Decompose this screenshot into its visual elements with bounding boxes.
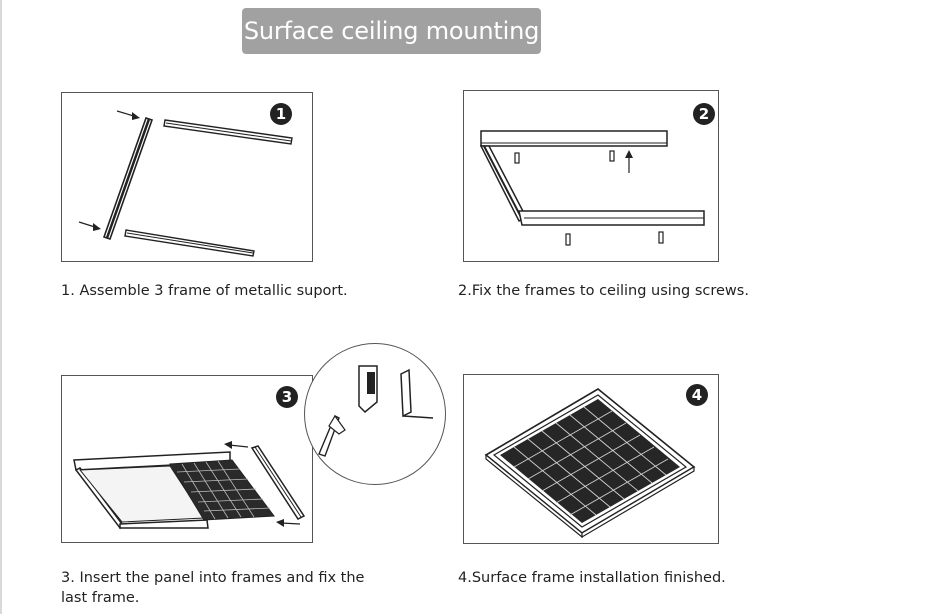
frame-screw-fixing-drawing [479, 130, 705, 246]
step-4-number-badge: 4 [686, 384, 708, 406]
step-1-caption: 1. Assemble 3 frame of metallic suport. [61, 283, 348, 299]
step-3-caption: 3. Insert the panel into frames and fix … [61, 570, 365, 606]
step-2-illustration: 2 [463, 90, 719, 262]
finished-installation-drawing [484, 388, 696, 539]
step-3-illustration: 3 [61, 375, 313, 543]
page-left-border [0, 0, 2, 614]
step-2-caption: 2.Fix the frames to ceiling using screws… [458, 283, 749, 299]
panel-insertion-drawing [73, 441, 306, 530]
step-1-number-badge: 1 [270, 103, 292, 125]
bracket-detail-zoom [304, 343, 446, 485]
step-4-illustration: 4 [463, 374, 719, 544]
step-1-illustration: 1 [61, 92, 313, 262]
step-2-number-badge: 2 [693, 103, 715, 125]
step-4-caption: 4.Surface frame installation finished. [458, 570, 726, 586]
page-title: Surface ceiling mounting [242, 8, 541, 54]
step-3-number-badge: 3 [276, 386, 298, 408]
frame-assembly-drawing [78, 110, 293, 257]
bracket-detail-drawing [318, 365, 434, 457]
